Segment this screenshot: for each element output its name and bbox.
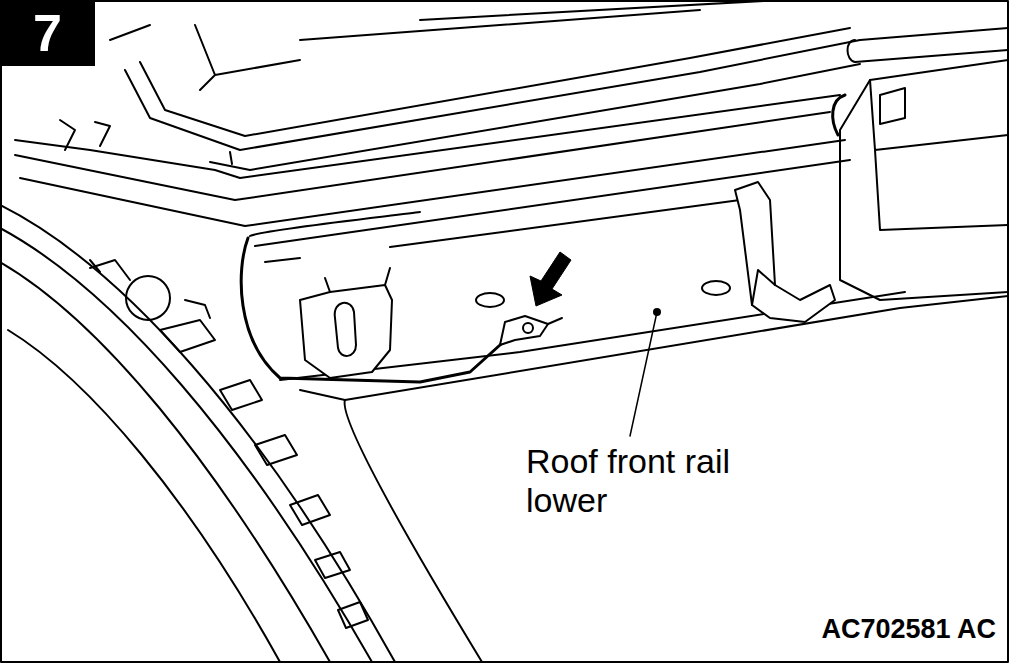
ground-terminal (500, 316, 548, 345)
roof-rail (15, 112, 830, 200)
pillar-trim (90, 260, 210, 318)
roof-rail (15, 95, 840, 178)
sunroof-frame (210, 64, 860, 170)
leader-dot (653, 308, 661, 316)
pillar-hole (126, 276, 170, 320)
housing (880, 88, 905, 124)
figure-code: AC702581 AC (821, 614, 996, 645)
clip-slot (335, 303, 356, 356)
housing (840, 60, 1008, 300)
step-number-box: 7 (0, 0, 95, 66)
hole (702, 281, 730, 295)
roof-rail (60, 120, 110, 150)
wire (833, 95, 845, 135)
wire (241, 238, 515, 382)
pillar-trim (90, 260, 215, 352)
ground-bolt (523, 323, 533, 333)
step-number: 7 (33, 7, 62, 59)
pillar-slot (220, 380, 330, 525)
sunroof-frame (195, 25, 300, 90)
hole (476, 293, 504, 307)
part-name: Roof front rail lower (526, 442, 776, 520)
clip (300, 285, 392, 378)
pillar-slot (315, 552, 368, 628)
clip (735, 182, 835, 322)
clip (752, 270, 775, 305)
sunroof-frame (230, 0, 780, 164)
sunroof-frame (140, 28, 850, 136)
housing (848, 28, 1009, 62)
housing (870, 80, 1008, 230)
pillar-trim (8, 330, 280, 662)
rail-lower-edge (345, 296, 1008, 400)
pillar-trim (0, 262, 330, 662)
roof-rail (265, 200, 740, 262)
pillar-trim (0, 205, 395, 662)
wire (250, 212, 420, 236)
leader-line (630, 312, 657, 436)
roof-rail (20, 140, 845, 226)
clip (325, 268, 390, 292)
ground-terminal (548, 318, 562, 324)
pointer-arrow (530, 252, 571, 306)
pillar-trim (0, 228, 372, 662)
rail-lower-edge (345, 400, 482, 662)
